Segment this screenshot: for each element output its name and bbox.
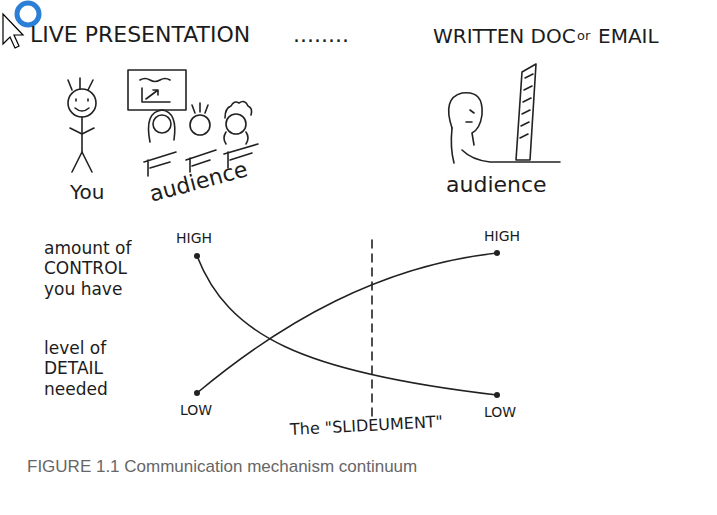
scale-label: LOW bbox=[180, 402, 212, 419]
column-heading: WRITTEN DOC bbox=[433, 24, 576, 48]
figure-label: You bbox=[70, 180, 104, 204]
continuum-dots: ........ bbox=[293, 22, 349, 48]
figure-label: audience bbox=[446, 172, 547, 198]
column-heading: or bbox=[577, 28, 590, 44]
figure-caption: FIGURE 1.1 Communication mechanism conti… bbox=[27, 457, 417, 477]
zone-label: The "SLIDEUMENT" bbox=[289, 412, 443, 439]
column-heading: LIVE PRESENTATION bbox=[30, 22, 250, 48]
scale-label: HIGH bbox=[484, 228, 520, 245]
column-heading: EMAIL bbox=[598, 24, 659, 48]
scale-label: HIGH bbox=[176, 230, 212, 247]
axis-label: level of DETAIL needed bbox=[44, 338, 144, 399]
axis-label: amount of CONTROL you have bbox=[44, 238, 144, 299]
scale-label: LOW bbox=[484, 404, 516, 421]
